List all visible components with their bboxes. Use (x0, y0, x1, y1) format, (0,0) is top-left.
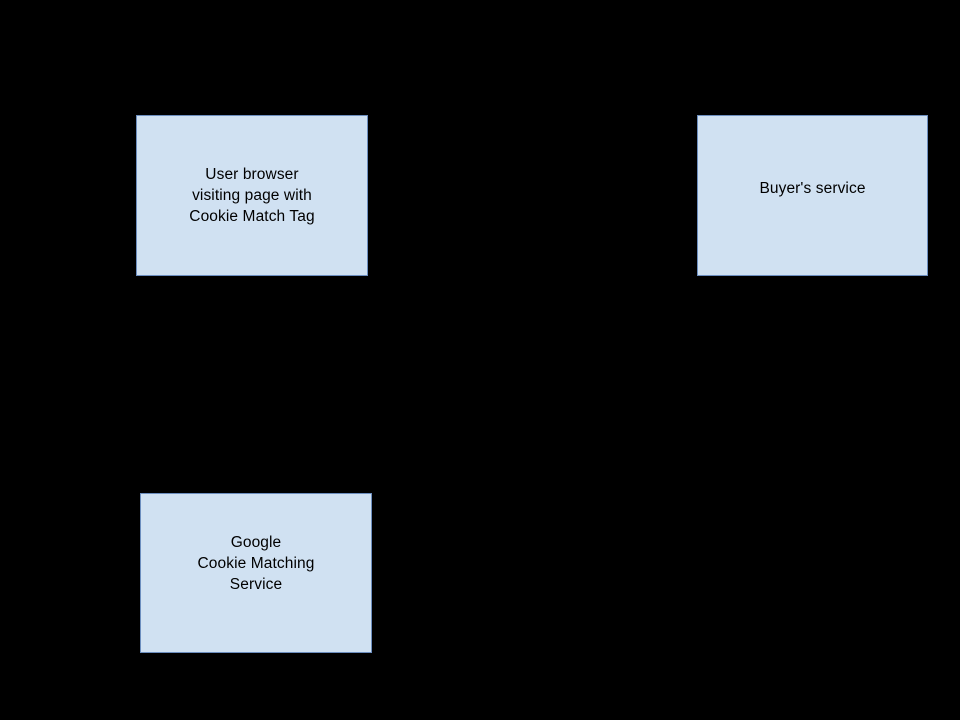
node-user-browser[interactable]: User browser visiting page with Cookie M… (136, 115, 368, 276)
node-google-cookie-matching-service[interactable]: Google Cookie Matching Service (140, 493, 372, 653)
node-user-browser-label: User browser visiting page with Cookie M… (189, 166, 315, 225)
node-google-cookie-matching-service-label: Google Cookie Matching Service (197, 533, 315, 593)
node-buyers-service-label: Buyer's service (759, 180, 866, 197)
node-buyers-service[interactable]: Buyer's service (697, 115, 928, 276)
